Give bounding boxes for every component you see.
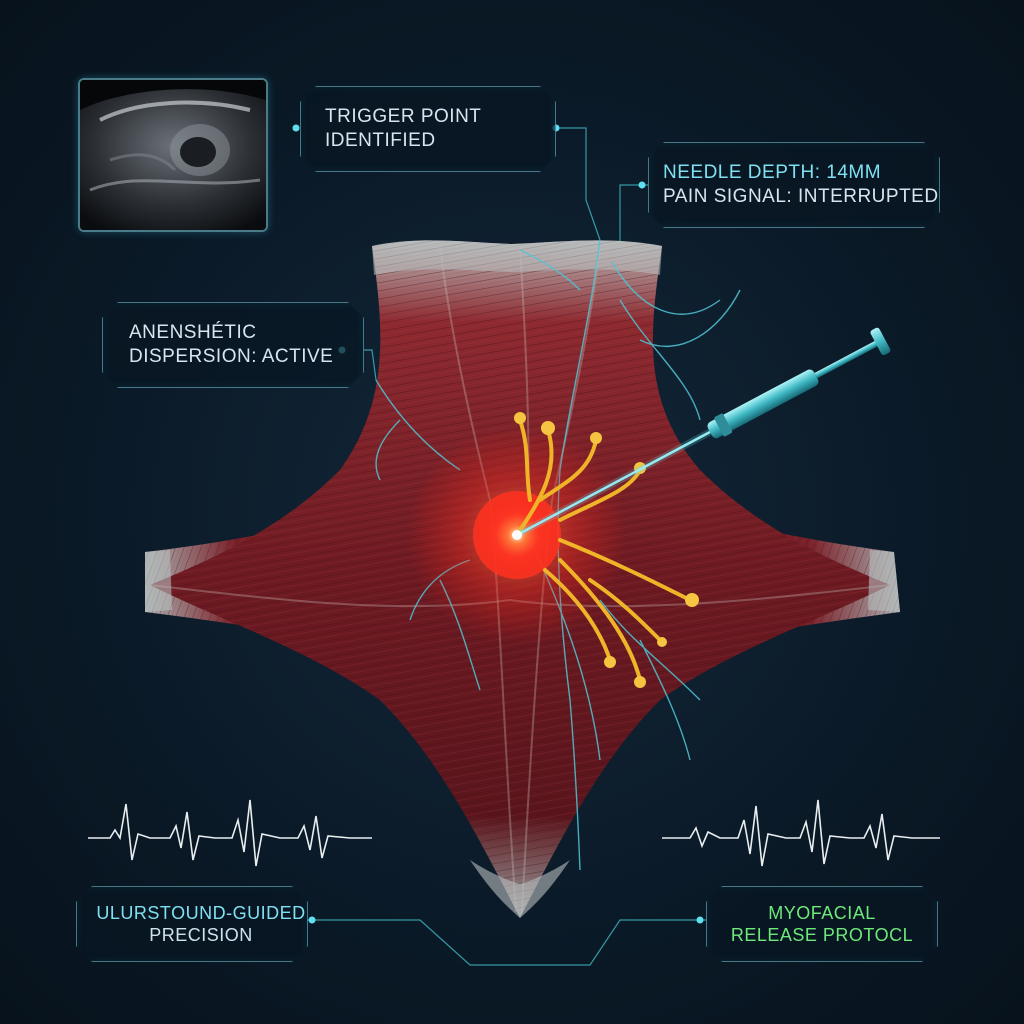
ecg-wave-left [88, 799, 372, 867]
release-protocol-panel: MYOFACIAL RELEASE PROTOCL [706, 886, 938, 962]
needle-depth-line: NEEDLE DEPTH: 14mm [663, 162, 882, 184]
pain-signal-line: PAIN SIGNAL: INTERRUPTED [663, 186, 939, 207]
protocol-line1: MYOFACIAL [768, 902, 876, 923]
trigger-point-line1: TRIGGER POINT [325, 106, 482, 128]
anesthetic-panel: ANENSHÉTIC DISPERSION: ACTIVE [102, 302, 364, 388]
trigger-point-line2: IDENTIFIED [325, 130, 436, 151]
ultrasound-line2: PRECISION [149, 925, 253, 945]
needle-depth-panel: NEEDLE DEPTH: 14mm PAIN SIGNAL: INTERRUP… [648, 142, 940, 228]
trigger-point-panel: TRIGGER POINT IDENTIFIED [300, 86, 556, 172]
syringe-needle-icon [512, 327, 891, 540]
anesthetic-line1: ANENSHÉTIC [129, 322, 257, 344]
anesthetic-line2: DISPERSION: ACTIVE [129, 346, 334, 367]
ultrasound-scan-image [78, 78, 268, 232]
ultrasound-guided-panel: ULURSTOUND-GUIDED PRECISION [76, 886, 308, 962]
protocol-line2: RELEASE PROTOCL [730, 925, 914, 945]
ultrasound-line1: ULURSTOUND-GUIDED [96, 902, 306, 923]
ecg-wave-right [662, 799, 940, 867]
anesthetic-droplets [514, 412, 699, 688]
anesthetic-branches [515, 418, 692, 682]
